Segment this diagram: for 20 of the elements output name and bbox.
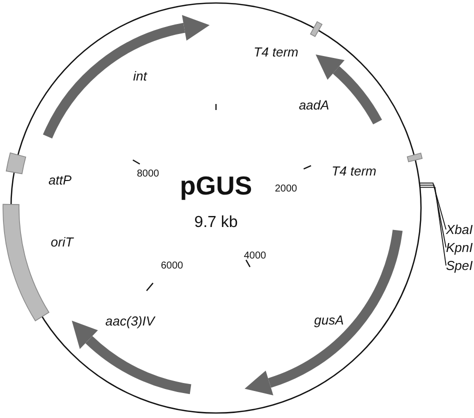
restriction-site-label: XbaI xyxy=(446,222,473,237)
feature-label: T4 term xyxy=(332,164,376,178)
feature-label: T4 term xyxy=(254,44,298,60)
gene-label: gusA xyxy=(314,312,344,328)
restriction-site-label: KpnI xyxy=(446,240,473,255)
plasmid-name: pGUS xyxy=(180,170,252,202)
leader-line xyxy=(419,184,446,248)
feature-label: attP xyxy=(48,172,72,188)
gene-label: aac(3)IV xyxy=(105,314,155,328)
scale-number: 6000 xyxy=(160,260,184,272)
gene-label: int xyxy=(133,68,147,84)
scale-number: 8000 xyxy=(136,168,160,180)
scale-number: 2000 xyxy=(274,184,298,194)
scale-number: 4000 xyxy=(244,250,266,262)
feature-label: oriT xyxy=(50,234,74,250)
restriction-site-label: SpeI xyxy=(446,258,473,273)
leader-line xyxy=(419,182,446,230)
plasmid-size: 9.7 kb xyxy=(194,214,238,232)
leader-line xyxy=(420,186,446,266)
gene-label: aadA xyxy=(298,98,330,112)
